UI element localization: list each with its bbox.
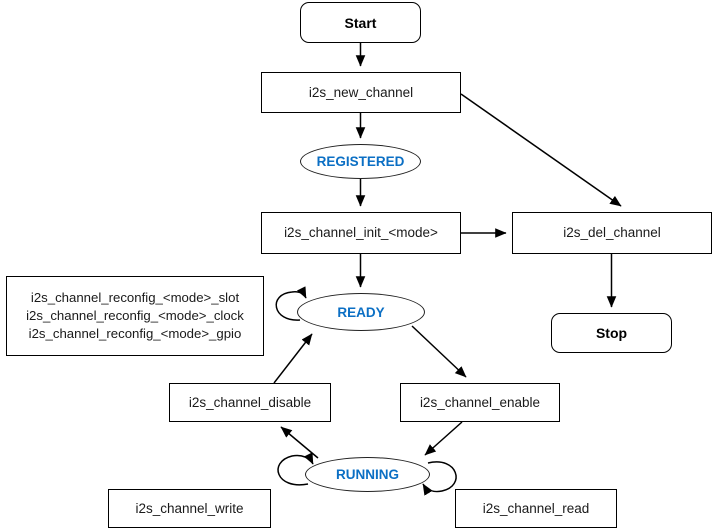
- node-state-running[interactable]: RUNNING: [305, 457, 430, 492]
- node-state-registered[interactable]: REGISTERED: [300, 144, 421, 179]
- edge-new-to-del: [460, 93, 622, 207]
- node-state-registered-label: REGISTERED: [316, 154, 405, 169]
- node-i2s-channel-reconfig-label: i2s_channel_reconfig_<mode>_slot i2s_cha…: [26, 290, 244, 341]
- node-i2s-channel-enable-label: i2s_channel_enable: [419, 394, 541, 410]
- node-i2s-new-channel-label: i2s_new_channel: [308, 84, 414, 100]
- ready-ellipse-outline: [297, 293, 425, 331]
- node-start[interactable]: Start: [300, 2, 421, 43]
- registered-ellipse-outline: [300, 144, 421, 179]
- node-start-label: Start: [344, 14, 377, 31]
- edge-ready-to-enable: [411, 325, 467, 378]
- node-i2s-channel-reconfig[interactable]: i2s_channel_reconfig_<mode>_slot i2s_cha…: [6, 276, 264, 356]
- edge-enable-to-running: [424, 421, 463, 456]
- node-i2s-del-channel[interactable]: i2s_del_channel: [512, 212, 712, 254]
- node-i2s-channel-disable[interactable]: i2s_channel_disable: [169, 383, 331, 422]
- edge-running-to-disable: [280, 426, 319, 459]
- node-i2s-channel-write[interactable]: i2s_channel_write: [108, 489, 271, 528]
- node-state-ready[interactable]: READY: [297, 293, 425, 331]
- node-i2s-channel-read[interactable]: i2s_channel_read: [455, 489, 617, 528]
- edge-disable-to-ready: [273, 333, 313, 384]
- node-i2s-channel-init-label: i2s_channel_init_<mode>: [284, 225, 438, 241]
- node-state-ready-label: READY: [337, 304, 385, 320]
- node-i2s-channel-read-label: i2s_channel_read: [482, 500, 590, 516]
- node-state-running-label: RUNNING: [336, 467, 399, 482]
- node-i2s-channel-enable[interactable]: i2s_channel_enable: [400, 383, 560, 422]
- node-i2s-new-channel[interactable]: i2s_new_channel: [261, 72, 461, 113]
- node-i2s-del-channel-label: i2s_del_channel: [563, 225, 661, 241]
- node-stop[interactable]: Stop: [551, 313, 672, 353]
- node-i2s-channel-write-label: i2s_channel_write: [135, 500, 244, 516]
- running-ellipse-outline: [305, 457, 430, 492]
- node-stop-label: Stop: [595, 325, 628, 341]
- node-i2s-channel-disable-label: i2s_channel_disable: [188, 394, 312, 410]
- node-i2s-channel-init[interactable]: i2s_channel_init_<mode>: [261, 212, 461, 254]
